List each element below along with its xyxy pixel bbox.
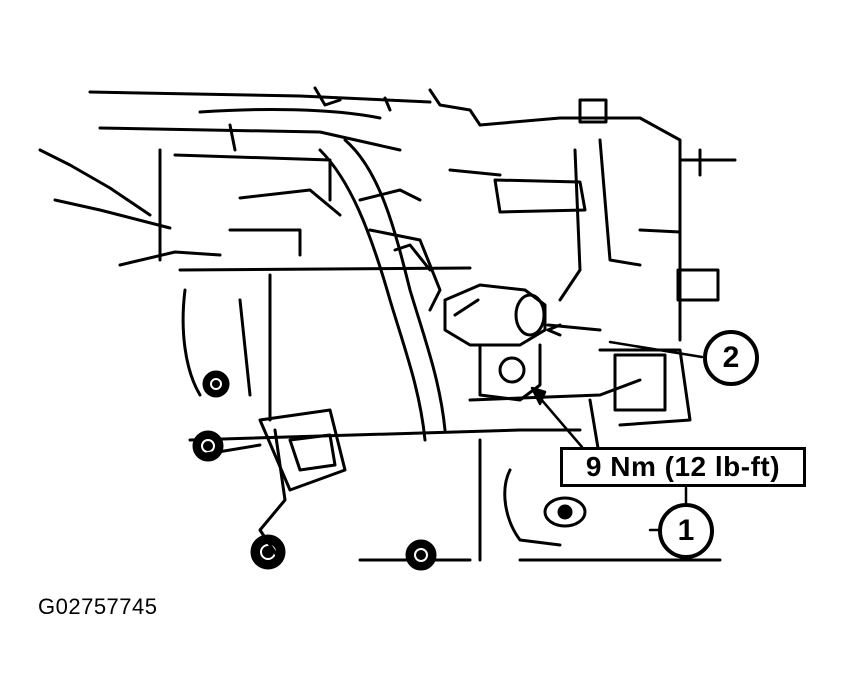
center-hose — [318, 138, 447, 442]
bolts — [192, 370, 573, 571]
figure-id: G02757745 — [38, 594, 158, 619]
right-bracket — [448, 98, 737, 342]
callout-1: 1 — [658, 503, 714, 559]
clip-bracket — [198, 408, 347, 562]
torque-spec-label: 9 Nm (12 lb-ft) — [560, 447, 806, 487]
lower-housing — [178, 266, 722, 562]
leader-lines — [530, 340, 704, 532]
callout-2: 2 — [703, 330, 759, 386]
sensor — [443, 283, 602, 402]
upper-hoses — [38, 86, 482, 267]
bolt-rings — [201, 378, 428, 562]
